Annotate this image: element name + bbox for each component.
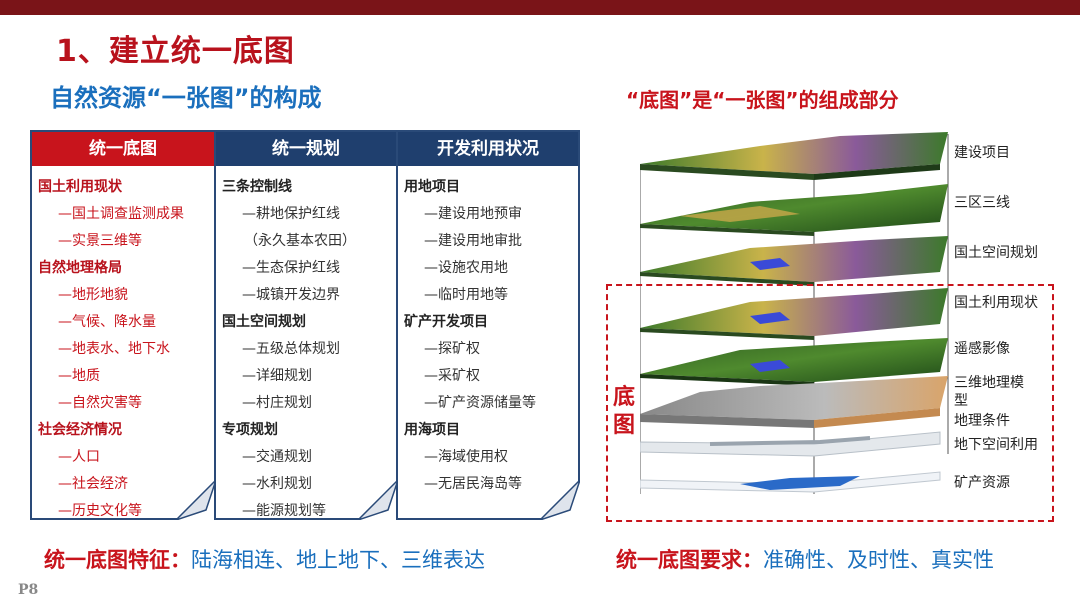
layer-label-spatial-planning: 国土空间规划 [954, 245, 1038, 261]
footer-features-value: 陆海相连、地上地下、三维表达 [191, 548, 485, 572]
list-item: （永久基本农田） [244, 233, 356, 249]
column-header: 统一规划 [216, 132, 396, 166]
list-item: —探矿权 [424, 341, 480, 357]
list-item: —社会经济 [58, 476, 128, 492]
category-heading: 专项规划 [222, 422, 278, 438]
list-item: —交通规划 [242, 449, 312, 465]
layer-label-3d-model: 三维地理模 [954, 375, 1024, 391]
footer-requirements: 统一底图要求：准确性、及时性、真实性 [616, 544, 994, 574]
layer-detail [680, 206, 800, 222]
category-heading: 用地项目 [404, 179, 460, 195]
list-item: —城镇开发边界 [242, 287, 340, 303]
list-item: —建设用地预审 [424, 206, 522, 222]
list-item: —矿产资源储量等 [424, 395, 536, 411]
layer-edge [640, 374, 814, 386]
list-item: —设施农用地 [424, 260, 508, 276]
basemap-label: 底图 [612, 385, 635, 438]
layer-3d-model [640, 376, 948, 420]
category-heading: 矿产开发项目 [404, 314, 488, 330]
column-unified-basemap: 统一底图 国土利用现状 —国土调查监测成果 —实景三维等自然地理格局 —地形地貌 —气候… [30, 130, 216, 520]
list-item: —海域使用权 [424, 449, 508, 465]
category-heading: 国土空间规划 [222, 314, 306, 330]
list-item: —水利规划 [242, 476, 312, 492]
water-area [750, 312, 790, 324]
layer-label-minerals: 矿产资源 [954, 475, 1010, 491]
list-item: —气候、降水量 [58, 314, 156, 330]
column-development-status: 开发利用状况 用地项目 —建设用地预审 —建设用地审批 —设施农用地 —临时用地等矿产开… [396, 130, 580, 520]
list-item: —五级总体规划 [242, 341, 340, 357]
category-heading: 社会经济情况 [38, 422, 122, 438]
layer-land-use [640, 288, 948, 336]
basemap-group-box [606, 284, 1054, 522]
footer-requirements-label: 统一底图要求： [616, 548, 763, 572]
list-item: —详细规划 [242, 368, 312, 384]
footer-features: 统一底图特征：陆海相连、地上地下、三维表达 [44, 544, 485, 574]
water-area [750, 360, 790, 372]
list-item: —人口 [58, 449, 100, 465]
category-heading: 用海项目 [404, 422, 460, 438]
category-heading: 三条控制线 [222, 179, 292, 195]
layer-edge [640, 272, 814, 286]
page-title: 1、建立统一底图 [56, 34, 295, 69]
column-header: 开发利用状况 [398, 132, 578, 166]
page-number: P8 [18, 582, 39, 598]
page-fold-icon [176, 480, 216, 520]
tunnel [709, 436, 871, 446]
list-item: —村庄规划 [242, 395, 312, 411]
layer-label-three-zones: 三区三线 [954, 195, 1010, 211]
layer-spatial-planning [640, 236, 948, 282]
list-item: —无居民海岛等 [424, 476, 522, 492]
list-item: —实景三维等 [58, 233, 142, 249]
layer-label-land-use: 国土利用现状 [954, 295, 1038, 311]
column-body: 三条控制线 —耕地保护红线 （永久基本农田） —生态保护红线 —城镇开发边界国土空间规划… [216, 166, 396, 525]
layer-edge [640, 164, 814, 180]
list-item: —国土调查监测成果 [58, 206, 184, 222]
category-heading: 自然地理格局 [38, 260, 122, 276]
layer-edge [814, 164, 940, 180]
page-fold-icon [540, 480, 580, 520]
list-item: —地表水、地下水 [58, 341, 170, 357]
list-item: —临时用地等 [424, 287, 508, 303]
list-item: —自然灾害等 [58, 395, 142, 411]
footer-features-label: 统一底图特征： [44, 548, 191, 572]
layer-edge [640, 328, 814, 340]
layer-edge [640, 414, 814, 428]
layer-label-3d-model-cont: 型 [954, 393, 968, 409]
column-header: 统一底图 [32, 132, 214, 166]
layer-stack-diagram [640, 132, 949, 494]
list-item: —能源规划等 [242, 503, 326, 519]
layer-label-remote-sensing: 遥感影像 [954, 341, 1010, 357]
layer-edge [640, 224, 814, 236]
top-bar [0, 0, 1080, 15]
list-item: —建设用地审批 [424, 233, 522, 249]
layer-construction [640, 132, 948, 174]
layer-label-construction: 建设项目 [954, 145, 1010, 161]
list-item: —地质 [58, 368, 100, 384]
layer-label-geo-conditions: 地理条件 [954, 413, 1010, 429]
list-item: —采矿权 [424, 368, 480, 384]
column-unified-planning: 统一规划 三条控制线 —耕地保护红线 （永久基本农田） —生态保护红线 —城镇开发边界国… [214, 130, 398, 520]
list-item: —地形地貌 [58, 287, 128, 303]
layer-edge [814, 408, 940, 428]
column-body: 国土利用现状 —国土调查监测成果 —实景三维等自然地理格局 —地形地貌 —气候、降水量 —… [32, 166, 214, 525]
category-heading: 国土利用现状 [38, 179, 122, 195]
page-subtitle: 自然资源“一张图”的构成 [50, 84, 322, 112]
page-fold-icon [358, 480, 398, 520]
layer-label-underground: 地下空间利用 [954, 437, 1038, 453]
column-body: 用地项目 —建设用地预审 —建设用地审批 —设施农用地 —临时用地等矿产开发项目 —探矿权… [398, 166, 578, 498]
layer-three-zones [640, 184, 948, 232]
list-item: —生态保护红线 [242, 260, 340, 276]
layer-remote-sensing [640, 338, 948, 382]
water-area [750, 258, 790, 270]
mineral-area [740, 476, 860, 490]
list-item: —历史文化等 [58, 503, 142, 519]
footer-requirements-value: 准确性、及时性、真实性 [763, 548, 994, 572]
list-item: —耕地保护红线 [242, 206, 340, 222]
diagram-title: “底图”是“一张图”的组成部分 [626, 88, 899, 112]
